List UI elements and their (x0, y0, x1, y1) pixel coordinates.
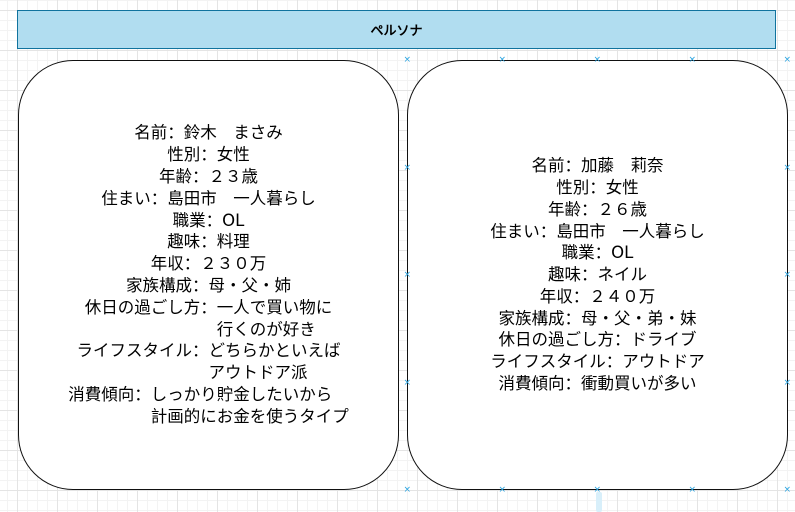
persona-spending-label: 消費傾向： (68, 384, 151, 404)
persona-holiday: 休日の過ごし方：ドライブ (498, 330, 697, 350)
connection-point-icon[interactable]: × (403, 269, 412, 280)
connection-point-icon[interactable]: × (783, 54, 792, 65)
connection-point-icon[interactable]: × (783, 162, 792, 173)
connection-point-icon[interactable]: × (783, 269, 792, 280)
persona-name: 名前：鈴木 まさみ (134, 123, 283, 143)
persona-residence: 住まい：島田市 一人暮らし (490, 221, 705, 241)
persona-age: 年齢：２６歳 (548, 199, 647, 219)
persona-hobby: 趣味：ネイル (548, 265, 647, 285)
persona-lifestyle: ライフスタイル： どちらかといえば アウトドア派 (77, 340, 341, 384)
persona-spending: 消費傾向： しっかり貯金したいから 計画的にお金を使うタイプ (68, 384, 349, 428)
persona-family: 家族構成：母・父・姉 (126, 276, 291, 295)
persona-age: 年齢：２３歳 (159, 167, 258, 187)
persona-hobby: 趣味：料理 (167, 232, 250, 252)
connection-point-icon[interactable]: × (688, 54, 697, 65)
persona-title: ペルソナ (370, 24, 423, 39)
persona-lifestyle-line: アウトドア派 (208, 363, 308, 383)
persona-spending: 消費傾向：衝動買いが多い (498, 374, 697, 394)
persona-card-kato[interactable]: 名前：加藤 莉奈 性別：女性 年齢：２６歳 住まい：島田市 一人暮らし 職業：O… (407, 60, 788, 490)
connection-point-icon[interactable]: × (403, 484, 412, 495)
connection-point-icon[interactable]: × (783, 377, 792, 388)
connection-point-icon[interactable]: × (498, 484, 507, 495)
persona-job: 職業：OL (172, 210, 245, 230)
connection-point-icon[interactable]: × (783, 484, 792, 495)
persona-lifestyle-line: どちらかといえば (208, 341, 341, 361)
persona-card-suzuki[interactable]: 名前：鈴木 まさみ 性別：女性 年齢：２３歳 住まい：島田市 一人暮らし 職業：… (18, 60, 399, 490)
persona-holiday: 休日の過ごし方： 一人で買い物に 行くのが好き (85, 297, 333, 341)
connector-drag-handle[interactable] (596, 492, 602, 512)
persona-title-box[interactable]: ペルソナ (17, 10, 776, 49)
persona-lifestyle: ライフスタイル：アウトドア (490, 352, 705, 372)
persona-income: 年収：２３０万 (150, 254, 267, 274)
persona-gender: 性別：女性 (167, 145, 250, 165)
persona-lifestyle-label: ライフスタイル： (76, 341, 209, 361)
connection-point-icon[interactable]: × (403, 162, 412, 173)
persona-spending-line: 計画的にお金を使うタイプ (150, 406, 349, 426)
connection-point-icon[interactable]: × (403, 54, 412, 65)
persona-family: 家族構成：母・父・弟・妹 (498, 308, 697, 328)
connection-point-icon[interactable]: × (593, 54, 602, 65)
persona-holiday-line: 行くのが好き (216, 319, 316, 339)
connection-point-icon[interactable]: × (688, 484, 697, 495)
persona-residence: 住まい：島田市 一人暮らし (101, 188, 316, 208)
persona-holiday-label: 休日の過ごし方： (84, 297, 217, 317)
persona-income: 年収：２４０万 (539, 286, 656, 306)
connection-point-icon[interactable]: × (593, 484, 602, 495)
persona-name: 名前：加藤 莉奈 (531, 156, 664, 176)
connection-point-icon[interactable]: × (498, 54, 507, 65)
persona-gender: 性別：女性 (556, 177, 639, 197)
persona-holiday-line: 一人で買い物に (216, 297, 333, 317)
connection-point-icon[interactable]: × (403, 377, 412, 388)
persona-spending-line: しっかり貯金したいから (150, 384, 333, 404)
persona-job: 職業：OL (561, 243, 634, 263)
